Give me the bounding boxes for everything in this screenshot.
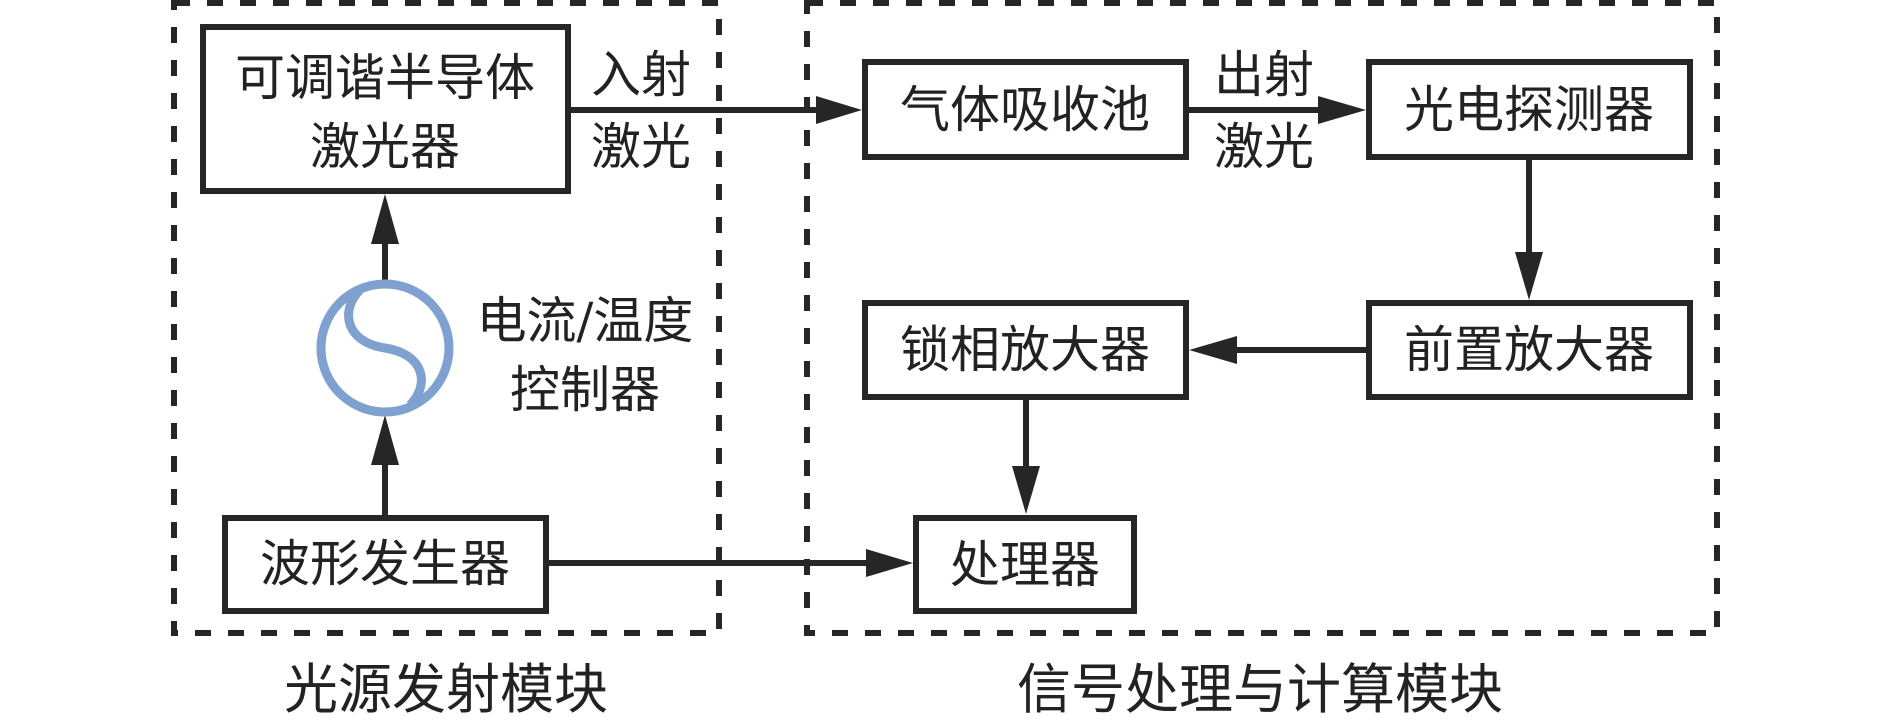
gas-cell-block: 气体吸收池 <box>862 59 1189 160</box>
light-source-module-caption: 光源发射模块 <box>284 658 608 721</box>
waveform-generator-block: 波形发生器 <box>222 515 549 614</box>
arrowhead-laser-to-gas-cell <box>816 96 862 124</box>
laser-block: 可调谐半导体 激光器 <box>200 24 571 194</box>
controller-label-line1: 电流/温度 <box>477 292 694 350</box>
controller-ring <box>316 279 454 417</box>
waveform-generator-label: 波形发生器 <box>260 535 510 593</box>
lockin-amplifier-box <box>862 300 1189 400</box>
lockin-amplifier-label: 锁相放大器 <box>900 321 1150 379</box>
incident-laser-label-line1: 入射 <box>591 46 691 104</box>
arrowhead-controller-to-laser <box>371 194 399 244</box>
waveform-generator-box <box>222 515 549 614</box>
arrowhead-photodetector-to-preamplifier <box>1515 252 1543 300</box>
arrowhead-gas-cell-to-photodetector <box>1318 96 1366 124</box>
outgoing-laser-label-line1: 出射 <box>1214 46 1314 104</box>
controller-label-line2: 控制器 <box>510 361 660 419</box>
processor-block: 处理器 <box>913 515 1137 614</box>
signal-processing-module-caption: 信号处理与计算模块 <box>1017 658 1503 721</box>
lockin-amplifier-block: 锁相放大器 <box>862 300 1189 400</box>
photodetector-label: 光电探测器 <box>1404 81 1654 139</box>
gas-cell-label: 气体吸收池 <box>900 81 1150 139</box>
arrowhead-waveform-to-controller <box>371 415 399 465</box>
connectors <box>371 96 1543 577</box>
processor-label: 处理器 <box>950 536 1100 594</box>
signal-processing-module-frame <box>804 0 1720 636</box>
controller-s-curve <box>344 286 426 409</box>
preamplifier-block: 前置放大器 <box>1366 300 1693 400</box>
laser-label-line1: 可调谐半导体 <box>235 49 535 107</box>
processor-box <box>913 515 1137 614</box>
arrowhead-preamplifier-to-lockin <box>1189 336 1237 364</box>
light-source-module-frame <box>171 0 722 636</box>
gas-cell-box <box>862 59 1189 160</box>
photodetector-block: 光电探测器 <box>1366 59 1693 160</box>
laser-label-line2: 激光器 <box>310 118 460 176</box>
arrowhead-waveform-to-processor <box>866 549 913 577</box>
preamplifier-label: 前置放大器 <box>1404 321 1654 379</box>
preamplifier-box <box>1366 300 1693 400</box>
arrowhead-lockin-to-processor <box>1012 466 1040 514</box>
controller-icon <box>316 279 454 417</box>
laser-box <box>200 24 571 194</box>
outgoing-laser-label-line2: 激光 <box>1214 118 1314 176</box>
incident-laser-label-line2: 激光 <box>591 118 691 176</box>
photodetector-box <box>1366 59 1693 160</box>
